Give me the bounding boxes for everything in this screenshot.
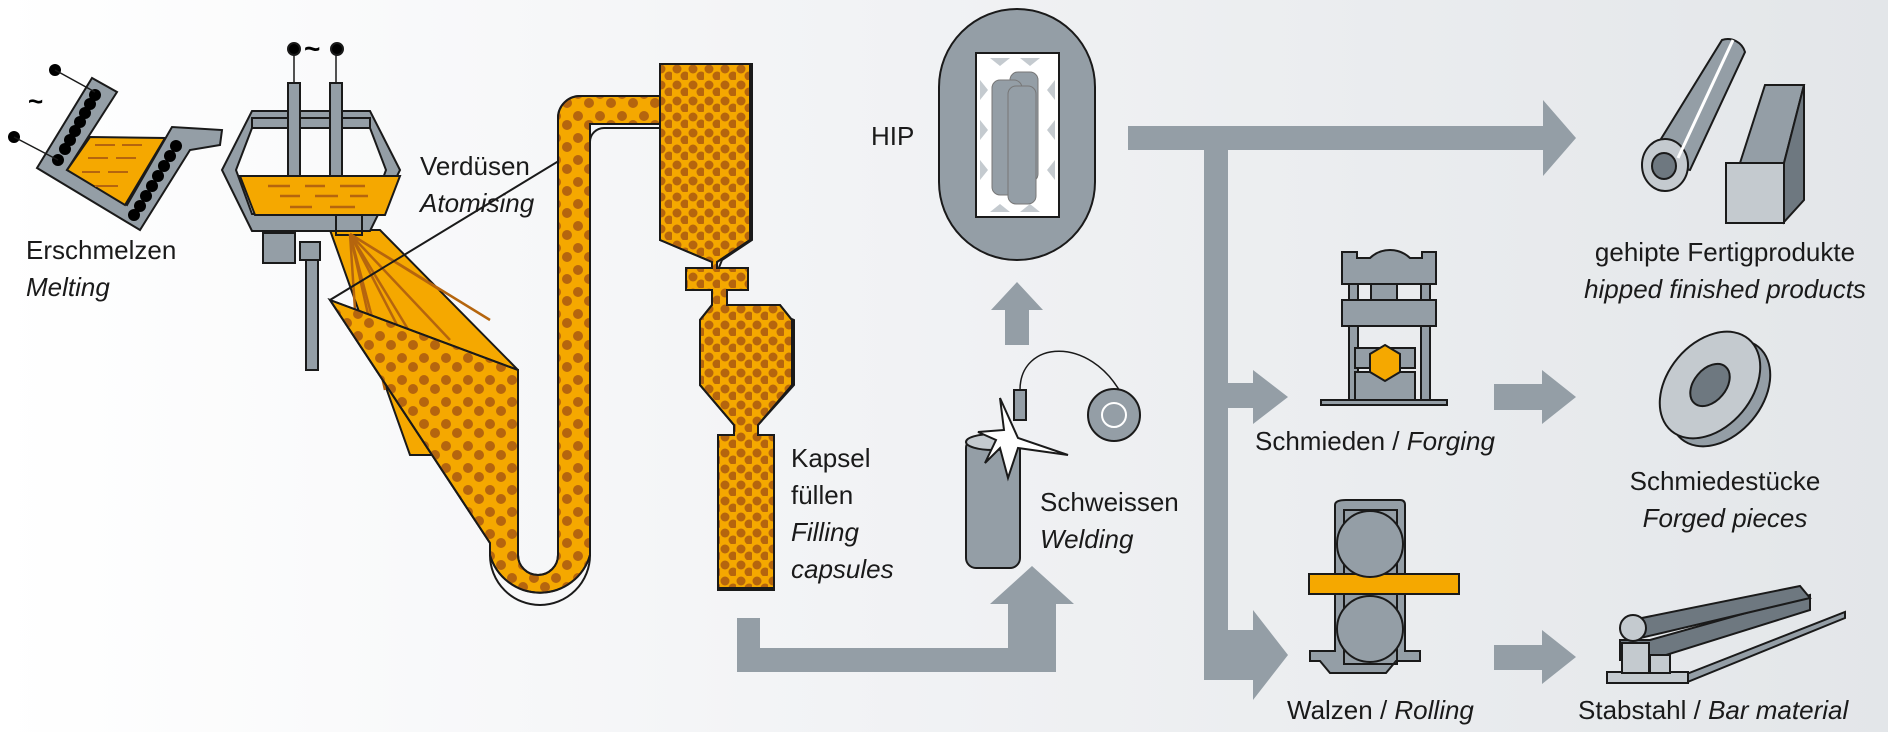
product-bar-en: Bar material bbox=[1708, 695, 1849, 725]
step-atomising-en: Atomising bbox=[420, 188, 535, 218]
product-bar-label: Stabstahl / Bar material bbox=[1578, 692, 1848, 729]
step-filling-en-line1: Filling bbox=[791, 517, 859, 547]
separator: / bbox=[1385, 426, 1407, 456]
step-rolling-de: Walzen bbox=[1287, 695, 1373, 725]
step-welding-de: Schweissen bbox=[1040, 487, 1179, 517]
step-melting-de: Erschmelzen bbox=[26, 235, 177, 265]
step-filling-label: Kapsel füllen Filling capsules bbox=[791, 440, 894, 588]
step-atomising-label: Verdüsen Atomising bbox=[420, 148, 534, 222]
step-filling-en-line2: capsules bbox=[791, 554, 894, 584]
separator: / bbox=[1372, 695, 1395, 725]
arrow-capsule-to-welding bbox=[737, 566, 1074, 672]
step-rolling-en: Rolling bbox=[1394, 695, 1474, 725]
hip-vessel-icon bbox=[938, 8, 1096, 261]
forging-press-icon bbox=[1320, 249, 1448, 406]
flow-arrows bbox=[737, 100, 1576, 700]
product-hipped-label: gehipte Fertigprodukte hipped finished p… bbox=[1565, 234, 1885, 308]
product-hipped-de: gehipte Fertigprodukte bbox=[1594, 237, 1856, 267]
product-forged-label: Schmiedestücke Forged pieces bbox=[1565, 463, 1885, 537]
forged-piece-icon bbox=[1658, 330, 1772, 448]
step-forging-label: Schmieden / Forging bbox=[1255, 423, 1495, 460]
melting-furnace-icon bbox=[8, 64, 224, 232]
step-forging-de: Schmieden bbox=[1255, 426, 1386, 456]
arrow-hip-to-products bbox=[1128, 100, 1576, 700]
ac-symbol-melting: ~ bbox=[28, 86, 43, 116]
welding-icon bbox=[965, 350, 1141, 569]
product-forged-en: Forged pieces bbox=[1642, 503, 1808, 533]
separator: / bbox=[1686, 695, 1709, 725]
step-filling-de-line2: füllen bbox=[791, 480, 854, 510]
step-forging-en: Forging bbox=[1406, 426, 1495, 456]
step-rolling-label: Walzen / Rolling bbox=[1287, 692, 1474, 729]
step-melting-label: Erschmelzen Melting bbox=[26, 232, 176, 306]
arrow-welding-to-hip bbox=[991, 282, 1043, 345]
product-hipped-en: hipped finished products bbox=[1584, 274, 1866, 304]
step-filling-de-line1: Kapsel bbox=[791, 443, 871, 473]
arrow-to-forging bbox=[1228, 370, 1288, 424]
ac-symbol-atomiser: ~ bbox=[304, 33, 320, 64]
bar-material-icon bbox=[1606, 584, 1846, 684]
step-hip-label: HIP bbox=[871, 121, 915, 151]
step-atomising-de: Verdüsen bbox=[420, 151, 530, 181]
rolling-mill-icon bbox=[1308, 499, 1460, 674]
powder-transport-icon bbox=[327, 63, 795, 606]
hipped-products-icon bbox=[1641, 38, 1806, 225]
arrow-forging-to-pieces bbox=[1494, 370, 1576, 424]
arrow-rolling-to-bar bbox=[1494, 630, 1576, 684]
step-welding-en: Welding bbox=[1040, 524, 1134, 554]
step-melting-en: Melting bbox=[26, 272, 110, 302]
product-bar-de: Stabstahl bbox=[1578, 695, 1687, 725]
product-forged-de: Schmiedestücke bbox=[1629, 466, 1821, 496]
step-welding-label: Schweissen Welding bbox=[1040, 484, 1179, 558]
